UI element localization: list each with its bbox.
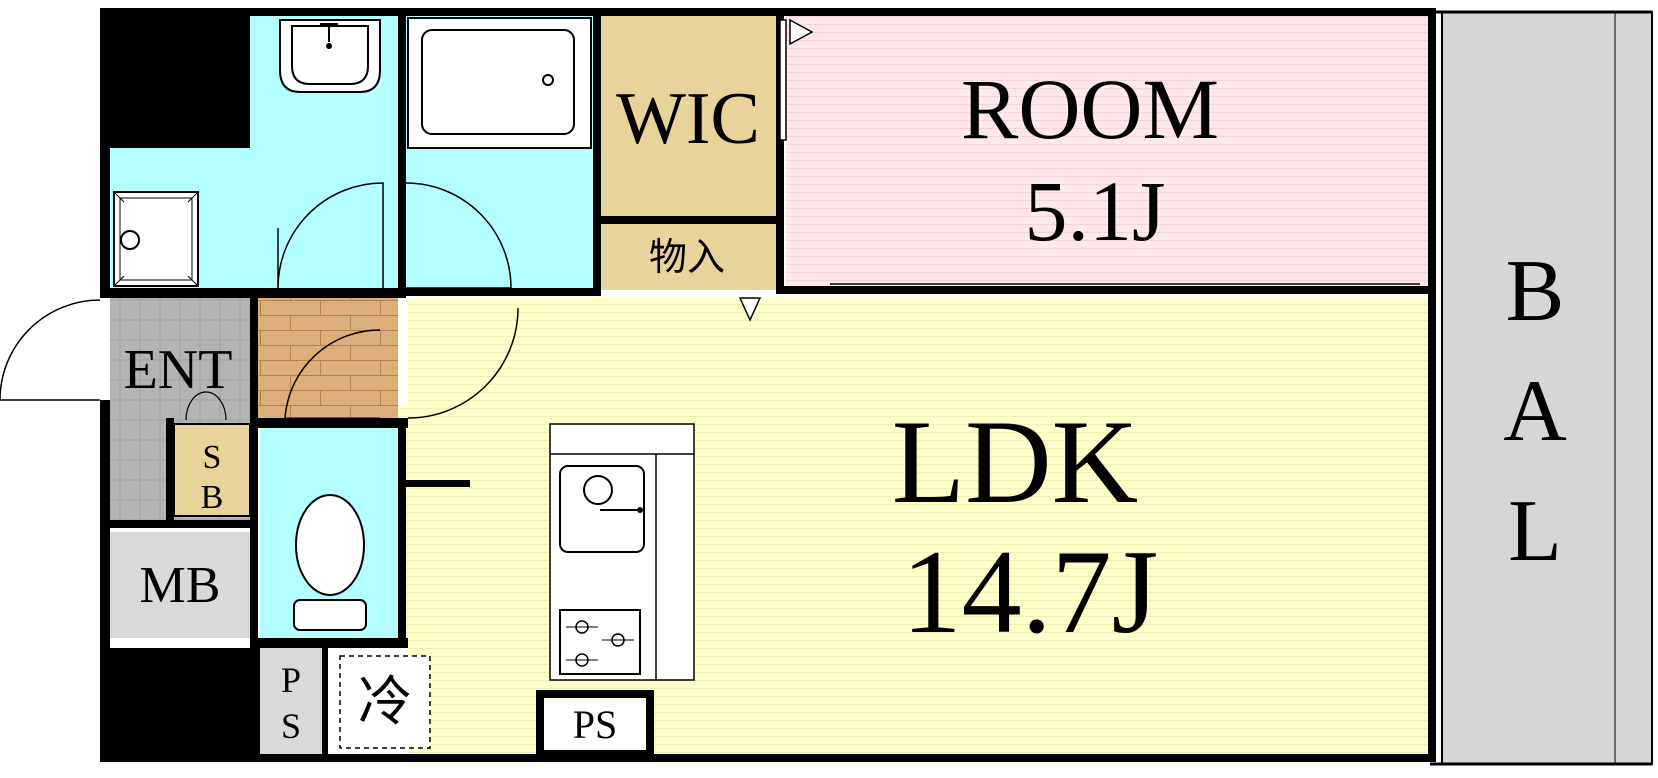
- shoe-box-letter-b: B: [201, 479, 224, 516]
- storage-name: 物入: [649, 237, 725, 279]
- walls: [100, 8, 1436, 762]
- washing-machine-pan-icon: [113, 191, 199, 287]
- wash-basin-icon: [279, 19, 381, 93]
- pipe-space-kitchen: PS: [536, 690, 654, 758]
- toilet-room: [260, 428, 398, 638]
- kitchen-counter: [549, 423, 695, 681]
- toilet-icon: [293, 494, 367, 631]
- ldk-size: 14.7J: [902, 525, 1159, 658]
- room-name: ROOM: [961, 61, 1219, 157]
- entrance-name: ENT: [124, 339, 233, 401]
- pipe-space-left: P S: [260, 648, 322, 756]
- ldk-name: LDK: [892, 395, 1139, 528]
- storage-closet: 物入: [601, 224, 776, 290]
- shoe-box-door-swing: [185, 391, 227, 421]
- room-size: 5.1J: [1025, 163, 1166, 259]
- bathroom-door-swing: [405, 182, 512, 289]
- ps-left-letter-p: P: [281, 660, 301, 700]
- fridge-label: 冷: [358, 672, 412, 732]
- wic-name: WIC: [616, 78, 760, 160]
- sink-icon: [559, 465, 645, 553]
- front-door-swing: [0, 299, 101, 401]
- stove-icon: [559, 609, 641, 675]
- balcony-letter-l: L: [1508, 483, 1562, 580]
- balcony-letter-a: A: [1503, 363, 1567, 460]
- ldk-door-swing: [407, 307, 519, 419]
- bathroom: [405, 16, 593, 289]
- hall-door-swing: [284, 329, 381, 419]
- walk-in-closet: WIC: [601, 16, 776, 216]
- balcony-letter-b: B: [1506, 243, 1565, 340]
- shoe-box: S B: [173, 423, 251, 517]
- bathtub-icon: [407, 17, 592, 149]
- shoe-box-letter-s: S: [203, 439, 222, 476]
- room-ldk: LDK 14.7J: [378, 298, 1432, 754]
- sliding-doors: [738, 18, 1431, 761]
- meter-box-name: MB: [140, 557, 221, 614]
- meter-box: MB: [110, 532, 250, 638]
- balcony: B A L: [1430, 10, 1653, 766]
- room-bedroom: ROOM 5.1J: [786, 16, 1432, 292]
- washroom-door-swing: [277, 182, 384, 289]
- ps-kitchen-label: PS: [573, 702, 618, 747]
- ps-left-letter-s: S: [281, 706, 301, 746]
- washroom: [110, 16, 398, 289]
- fridge-space: 冷: [339, 655, 431, 749]
